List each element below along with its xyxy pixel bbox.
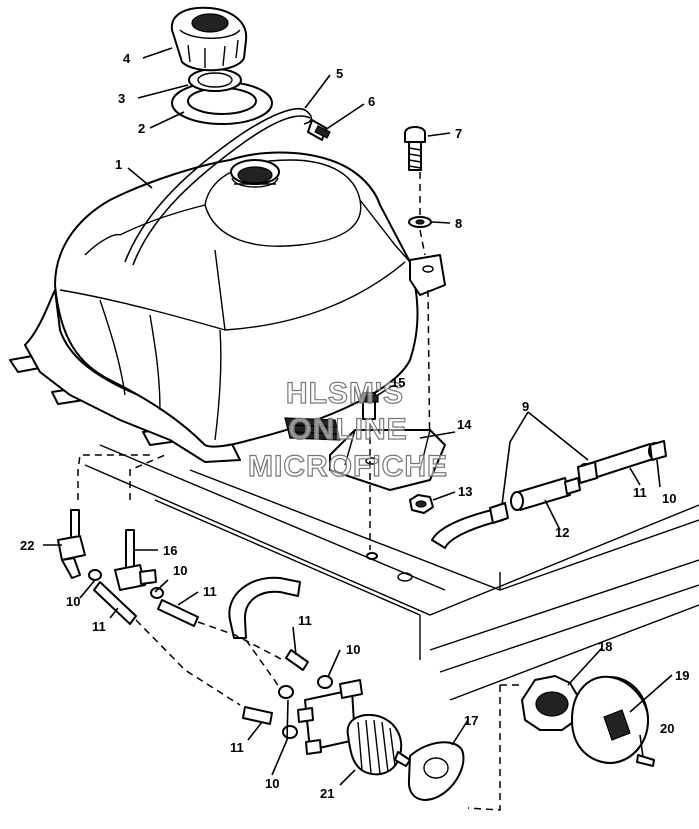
callout-labels: 4 3 2 5 6 1 7 8 9 15 14 13 11 10 12 22 1…: [20, 51, 689, 801]
callout-label: 17: [464, 713, 478, 728]
callout-label: 5: [336, 66, 343, 81]
vent-hose: [124, 108, 313, 263]
watermark-line-2: ONLINE: [288, 413, 407, 446]
leader-lines: [43, 47, 673, 786]
callout-label: 9: [522, 399, 529, 414]
callout-label: 18: [598, 639, 612, 654]
hose-routing-mid: [197, 621, 284, 661]
callout-label: 11: [633, 485, 647, 500]
callout-label: 4: [123, 51, 131, 66]
callout-label: 11: [203, 584, 217, 599]
lower-bracket: [284, 392, 446, 560]
mount-bolt: [404, 126, 432, 228]
callout-label: 19: [675, 668, 689, 683]
callout-label: 3: [118, 91, 125, 106]
callout-label: 11: [298, 613, 312, 628]
watermark-line-1: HLSM'S: [286, 377, 404, 410]
fuel-valve: [278, 675, 465, 801]
watermark-line-3: MICROFICHE: [248, 450, 448, 483]
callout-label: 22: [20, 538, 34, 553]
vent-hose-outline: [132, 115, 311, 266]
callout-label: 16: [163, 543, 177, 558]
callout-label: 10: [265, 776, 279, 791]
callout-label: 12: [555, 525, 569, 540]
callout-label: 8: [455, 216, 462, 231]
outlet-alignment-left: [77, 454, 150, 500]
frame-rails: [84, 444, 699, 701]
knob-bracket-line: [467, 685, 501, 811]
fuel-line-right: [431, 440, 667, 549]
callout-label: 14: [457, 417, 472, 432]
callout-label: 15: [391, 375, 405, 390]
callout-label: 10: [662, 491, 676, 506]
callout-label: 11: [230, 740, 244, 755]
callout-label: 10: [173, 563, 187, 578]
outlet-alignment-right: [129, 454, 166, 500]
hose-routing-left: [135, 619, 241, 706]
callout-label: 11: [92, 619, 106, 634]
vent-fitting: [307, 119, 331, 141]
callout-label: 2: [138, 121, 145, 136]
callout-label: 10: [66, 594, 80, 609]
filler-cap-assembly: [170, 6, 273, 125]
callout-label: 7: [455, 126, 462, 141]
callout-label: 6: [368, 94, 375, 109]
fuel-tank: [9, 151, 446, 463]
lower-hoses: [93, 576, 309, 725]
callout-label: 21: [320, 786, 334, 801]
callout-label: 13: [458, 484, 472, 499]
watermark: HLSM'S ONLINE MICROFICHE: [247, 376, 448, 483]
outlet-fittings: [57, 509, 164, 599]
callout-label: 10: [346, 642, 360, 657]
callout-label: 1: [115, 157, 122, 172]
valve-knob-assembly: [521, 675, 655, 767]
callout-label: 20: [660, 721, 674, 736]
hose-routing-right: [245, 639, 281, 689]
